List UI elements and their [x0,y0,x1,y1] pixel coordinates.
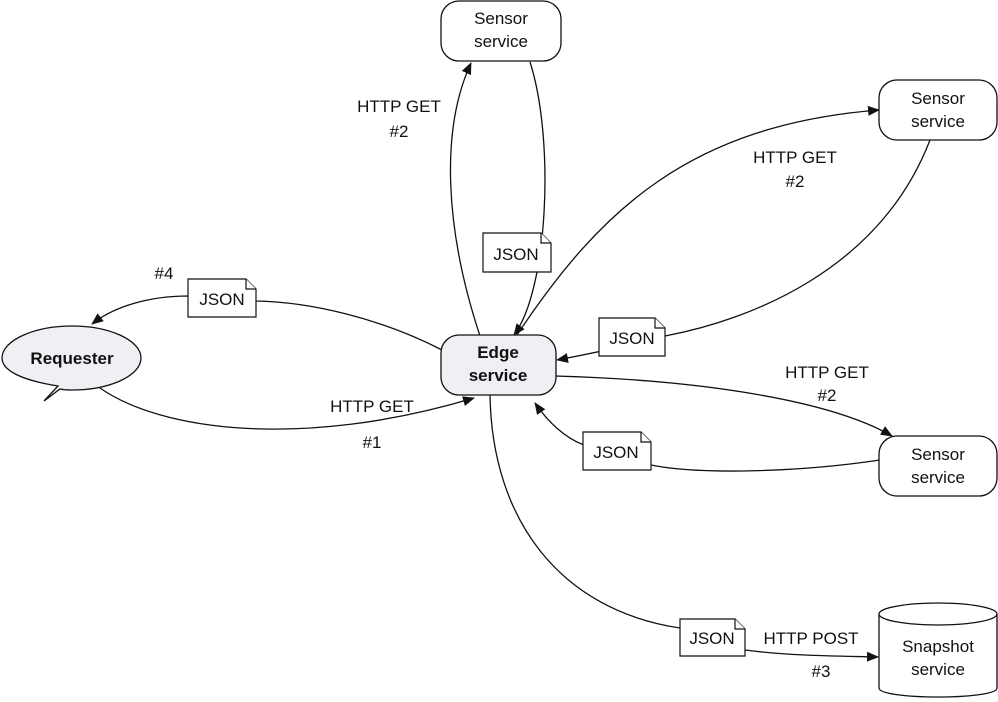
sensor-service-top-node: Sensor service [440,0,562,62]
flow-sensor-top-to-edge [513,61,546,336]
snapshot-label-line2: service [911,660,965,679]
sensor-top-label-line1: Sensor [474,9,528,28]
json-top-label: JSON [493,245,538,264]
label-step-2-top: #2 [390,122,409,141]
flow-edge-to-requester [91,295,443,351]
flow-requester-to-edge [99,387,475,430]
label-step-1: #1 [363,433,382,452]
flow-edge-to-sensor-top [449,62,481,337]
edge-service-node: Edge service [440,334,557,396]
sensor-lower-label-line1: Sensor [911,445,965,464]
label-step-3: #3 [812,662,831,681]
label-http-get-2-lower: HTTP GET [785,363,869,382]
sensor-service-lower-node: Sensor service [878,435,998,497]
json-snapshot-label: JSON [689,629,734,648]
requester-label: Requester [30,349,114,368]
label-http-post-3: HTTP POST [763,629,858,648]
label-http-get-2-top: HTTP GET [357,97,441,116]
json-document-top: JSON [482,232,552,273]
label-step-4: #4 [155,264,174,283]
label-step-2-right: #2 [786,172,805,191]
edge-service-label-line2: service [469,366,528,385]
snapshot-service-node: Snapshot service [878,602,998,698]
json-document-snapshot: JSON [679,618,746,657]
sensor-service-right-node: Sensor service [878,79,998,141]
edge-service-label-line1: Edge [477,343,519,362]
flow-sensor-lower-to-edge [534,402,881,472]
json-requester-label: JSON [199,290,244,309]
requester-node: Requester [1,325,142,402]
snapshot-label-line1: Snapshot [902,637,974,656]
sensor-top-label-line2: service [474,32,528,51]
flow-edge-to-snapshot [489,394,879,662]
json-document-lower: JSON [582,431,652,471]
sensor-right-label-line2: service [911,112,965,131]
label-step-2-lower: #2 [818,386,837,405]
sensor-right-label-line1: Sensor [911,89,965,108]
label-http-get-1: HTTP GET [330,397,414,416]
json-document-right: JSON [598,317,666,357]
json-lower-label: JSON [593,443,638,462]
flow-edge-to-sensor-right [516,105,880,336]
sensor-lower-label-line2: service [911,468,965,487]
label-http-get-2-right: HTTP GET [753,148,837,167]
flow-edge-to-sensor-lower [554,375,893,437]
json-right-label: JSON [609,329,654,348]
json-document-requester: JSON [187,278,257,318]
